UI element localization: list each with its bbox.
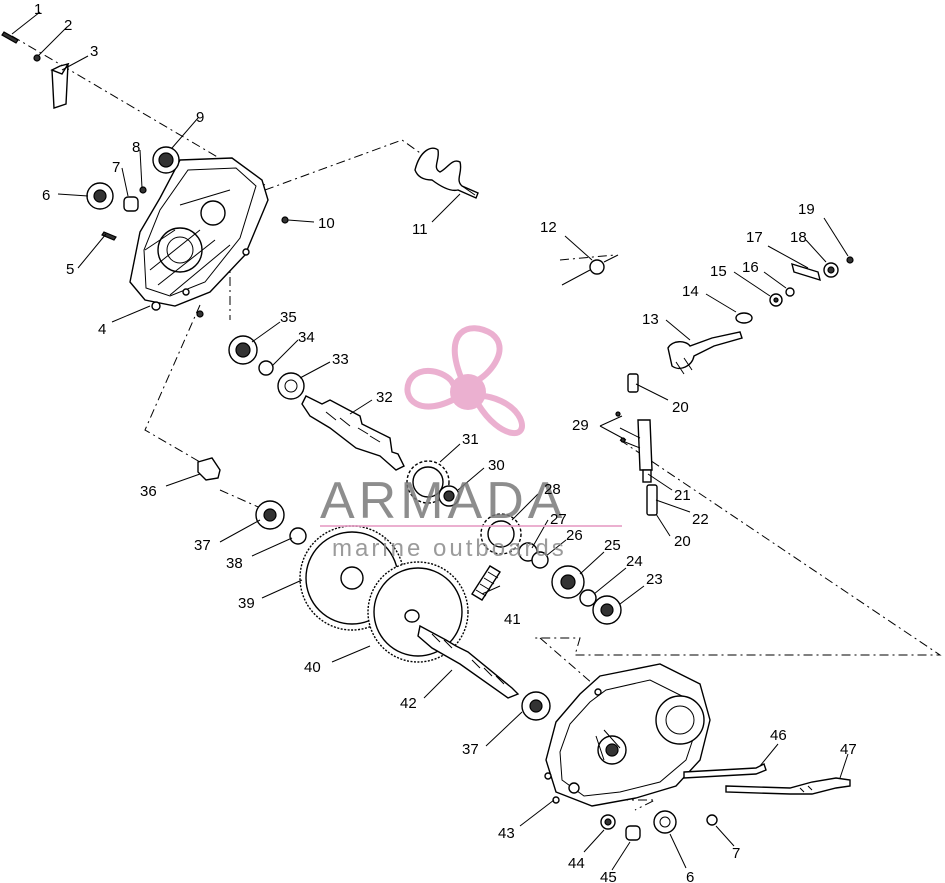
callout-7b: 7 <box>732 845 740 862</box>
callout-2: 2 <box>64 17 72 34</box>
callout-34: 34 <box>298 329 315 346</box>
callout-16: 16 <box>742 259 759 276</box>
callout-20a: 20 <box>672 399 689 416</box>
callout-38: 38 <box>226 555 243 572</box>
worm-gear <box>471 565 501 601</box>
callout-21: 21 <box>674 487 691 504</box>
callout-30: 30 <box>488 457 505 474</box>
callout-7: 7 <box>112 159 120 176</box>
callout-29: 29 <box>572 417 589 434</box>
callout-22: 22 <box>692 511 709 528</box>
callout-35: 35 <box>280 309 297 326</box>
watermark-title: ARMADA <box>320 472 566 530</box>
callout-43: 43 <box>498 825 515 842</box>
right-bearing-group <box>551 565 622 625</box>
callout-12: 12 <box>540 219 557 236</box>
callout-13: 13 <box>642 311 659 328</box>
callout-47: 47 <box>840 741 857 758</box>
bushing-bearings <box>197 457 551 721</box>
callout-40: 40 <box>304 659 321 676</box>
callout-26: 26 <box>566 527 583 544</box>
callout-46: 46 <box>770 727 787 744</box>
bottom-hardware <box>600 810 718 841</box>
callout-31: 31 <box>462 431 479 448</box>
cable-parts <box>683 763 851 795</box>
detent-parts <box>615 373 658 516</box>
top-left-hardware <box>1 31 289 318</box>
leader-lines <box>11 11 849 871</box>
callout-25: 25 <box>604 537 621 554</box>
callout-45: 45 <box>600 869 617 883</box>
callout-15: 15 <box>710 263 727 280</box>
callout-1: 1 <box>34 1 42 18</box>
callout-9: 9 <box>196 109 204 126</box>
callout-24: 24 <box>626 553 643 570</box>
gear-cluster <box>406 460 549 569</box>
armada-watermark: ARMADA marine outboards <box>320 325 622 562</box>
callout-36: 36 <box>140 483 157 500</box>
callout-labels: 1 2 3 4 5 6 7 8 9 10 11 12 13 14 15 16 1… <box>34 1 857 883</box>
upper-shaft <box>228 335 405 471</box>
shift-shaft <box>667 256 854 375</box>
callout-19: 19 <box>798 201 815 218</box>
callout-5: 5 <box>66 261 74 278</box>
callout-4: 4 <box>98 321 106 338</box>
callout-32: 32 <box>376 389 393 406</box>
callout-11: 11 <box>412 221 428 238</box>
assembly-lines <box>11 35 942 811</box>
callout-33: 33 <box>332 351 349 368</box>
callout-6: 6 <box>42 187 50 204</box>
propeller-logo <box>404 325 525 436</box>
callout-41: 41 <box>504 611 521 628</box>
left-cover-housing <box>129 157 269 311</box>
callout-44: 44 <box>568 855 585 872</box>
callout-42: 42 <box>400 695 417 712</box>
callout-6b: 6 <box>686 869 694 883</box>
callout-17: 17 <box>746 229 763 246</box>
callout-14: 14 <box>682 283 699 300</box>
callout-20b: 20 <box>674 533 691 550</box>
callout-18: 18 <box>790 229 807 246</box>
lower-shaft <box>404 609 520 699</box>
shift-fork <box>414 147 479 199</box>
callout-27: 27 <box>550 511 567 528</box>
callout-37a: 37 <box>194 537 211 554</box>
callout-28: 28 <box>544 481 561 498</box>
callout-10: 10 <box>318 215 335 232</box>
callout-39: 39 <box>238 595 255 612</box>
callout-37b: 37 <box>462 741 479 758</box>
callout-3: 3 <box>90 43 98 60</box>
callout-8: 8 <box>132 139 140 156</box>
large-gears <box>299 525 469 663</box>
pin <box>561 254 619 286</box>
right-housing <box>544 663 711 807</box>
callout-23: 23 <box>646 571 663 588</box>
watermark-subtitle: marine outboards <box>332 535 567 562</box>
